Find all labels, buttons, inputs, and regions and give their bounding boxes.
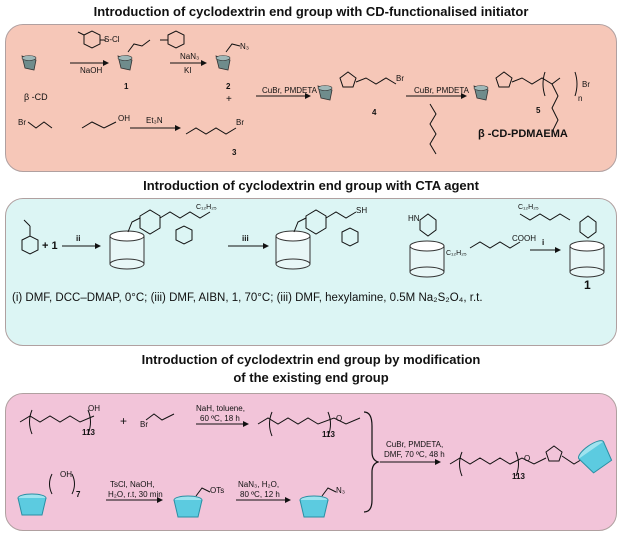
panel-cd-initiator [5, 24, 617, 172]
c12-label-3: C₁₂H₂₅ [518, 204, 539, 211]
compound4-br-label: Br [396, 74, 404, 83]
plus-one-label: + 1 [42, 240, 58, 252]
propargyl-oh-label: OH [118, 114, 130, 123]
sh-label: SH [356, 206, 368, 215]
bromide-br-label: Br [18, 118, 26, 127]
initiator-br-label: Br [236, 118, 244, 127]
plus-sign-3: + [120, 414, 128, 428]
compound5-br-label: Br [582, 80, 590, 89]
compound-5-label: 5 [536, 106, 541, 115]
ots-label: OTs [210, 486, 225, 495]
cubr-pmdeta-label-1: CuBr, PMDETA [262, 86, 317, 95]
beta-cd-cone-icon [21, 55, 37, 71]
cd-tosylate-cone-icon [117, 55, 133, 71]
product-triazole-ring-icon [545, 445, 563, 462]
section2-heading: Introduction of cyclodextrin end group w… [143, 178, 479, 193]
cd-n3-label: N₃ [336, 486, 346, 495]
cd-azide-cone-icon [215, 55, 231, 71]
polymer-n-label: n [578, 94, 583, 103]
cubr-pmdeta-label-2: CuBr, PMDETA [414, 86, 469, 95]
cd-oh-label: OH [60, 470, 72, 479]
compound-1-label: 1 [124, 82, 129, 91]
compound-3-label: 3 [232, 148, 237, 157]
cd-cavity-icon-2 [275, 230, 311, 270]
hn-label: HN [408, 214, 420, 223]
cond-nan3-line2: 80 ºC, 12 h [240, 490, 280, 499]
compound-4-label: 4 [372, 108, 377, 117]
section3-heading-line2: of the existing end group [233, 370, 389, 385]
tscl-label: S-Cl [104, 35, 120, 44]
cond-nah-line1: NaH, toluene, [196, 404, 245, 413]
cd-tosylate-bucket-icon [173, 495, 203, 518]
step-i-label: i [542, 238, 545, 247]
cd-cavity-icon-3 [409, 240, 445, 278]
reaction-conditions-text: (i) DMF, DCC–DMAP, 0°C; (iii) DMF, AIBN,… [12, 292, 483, 304]
cta-compound-1-label: 1 [584, 278, 591, 292]
step-iii-label: iii [242, 234, 249, 243]
cond-tscl-line1: TsCl, NaOH, [110, 480, 155, 489]
compound-2-label: 2 [226, 82, 231, 91]
product-ether-o-label: O [524, 454, 531, 463]
c12-label-1: C₁₂H₂₅ [196, 204, 217, 211]
cond-nan3-line1: NaN₃, H₂O, [238, 480, 280, 489]
nan3-label: NaN₃ [180, 52, 200, 61]
c12-label-2: C₁₂H₂₅ [446, 250, 467, 257]
ki-label: KI [184, 66, 192, 75]
tscl-benzene-icon [83, 30, 101, 49]
panel-cta-agent [5, 198, 617, 346]
cond-nah-line2: 60 ºC, 18 h [200, 414, 240, 423]
section1-heading: Introduction of cyclodextrin end group w… [93, 4, 529, 19]
peg-oh-label: OH [88, 404, 100, 413]
product-cd-bucket-icon [577, 440, 613, 474]
cd-triazole-initiator-cone-icon [317, 85, 333, 101]
step-ii-label: ii [76, 234, 81, 243]
et3n-label: Et₃N [146, 116, 163, 125]
plus-sign-1: + [226, 94, 232, 105]
triazole-ring-icon [339, 71, 357, 88]
cd-hydroxyl-bucket-icon [17, 493, 47, 516]
azide-n3-label: N₃ [240, 42, 250, 51]
cd-azide-bucket-icon [299, 495, 329, 518]
cd-cavity-icon-1 [109, 230, 145, 270]
section3-heading-line1: Introduction of cyclodextrin end group b… [141, 352, 481, 367]
cooh-label: COOH [512, 234, 536, 243]
cond-click-line1: CuBr, PMDETA, [386, 440, 444, 449]
naoh-label: NaOH [80, 66, 103, 75]
beta-cd-pdmaema-cone-icon [473, 85, 489, 101]
cd-cavity-icon-4 [569, 240, 605, 278]
propargyl-br-label: Br [140, 420, 148, 429]
beta-cd-label: β -CD [24, 92, 48, 102]
product-beta-cd-pdmaema-label: β -CD-PDMAEMA [478, 128, 568, 140]
peg-n-label-2: 113 [322, 430, 335, 439]
cond-click-line2: DMF, 70 ºC, 48 h [384, 450, 445, 459]
peg-n-label-3: 113 [512, 472, 525, 481]
cond-tscl-line2: H₂O, r.t, 30 min [108, 490, 163, 499]
cd-seven-label: 7 [76, 490, 81, 499]
peg-n-label-1: 113 [82, 428, 95, 437]
peg-ether-o-label: O [336, 414, 343, 423]
